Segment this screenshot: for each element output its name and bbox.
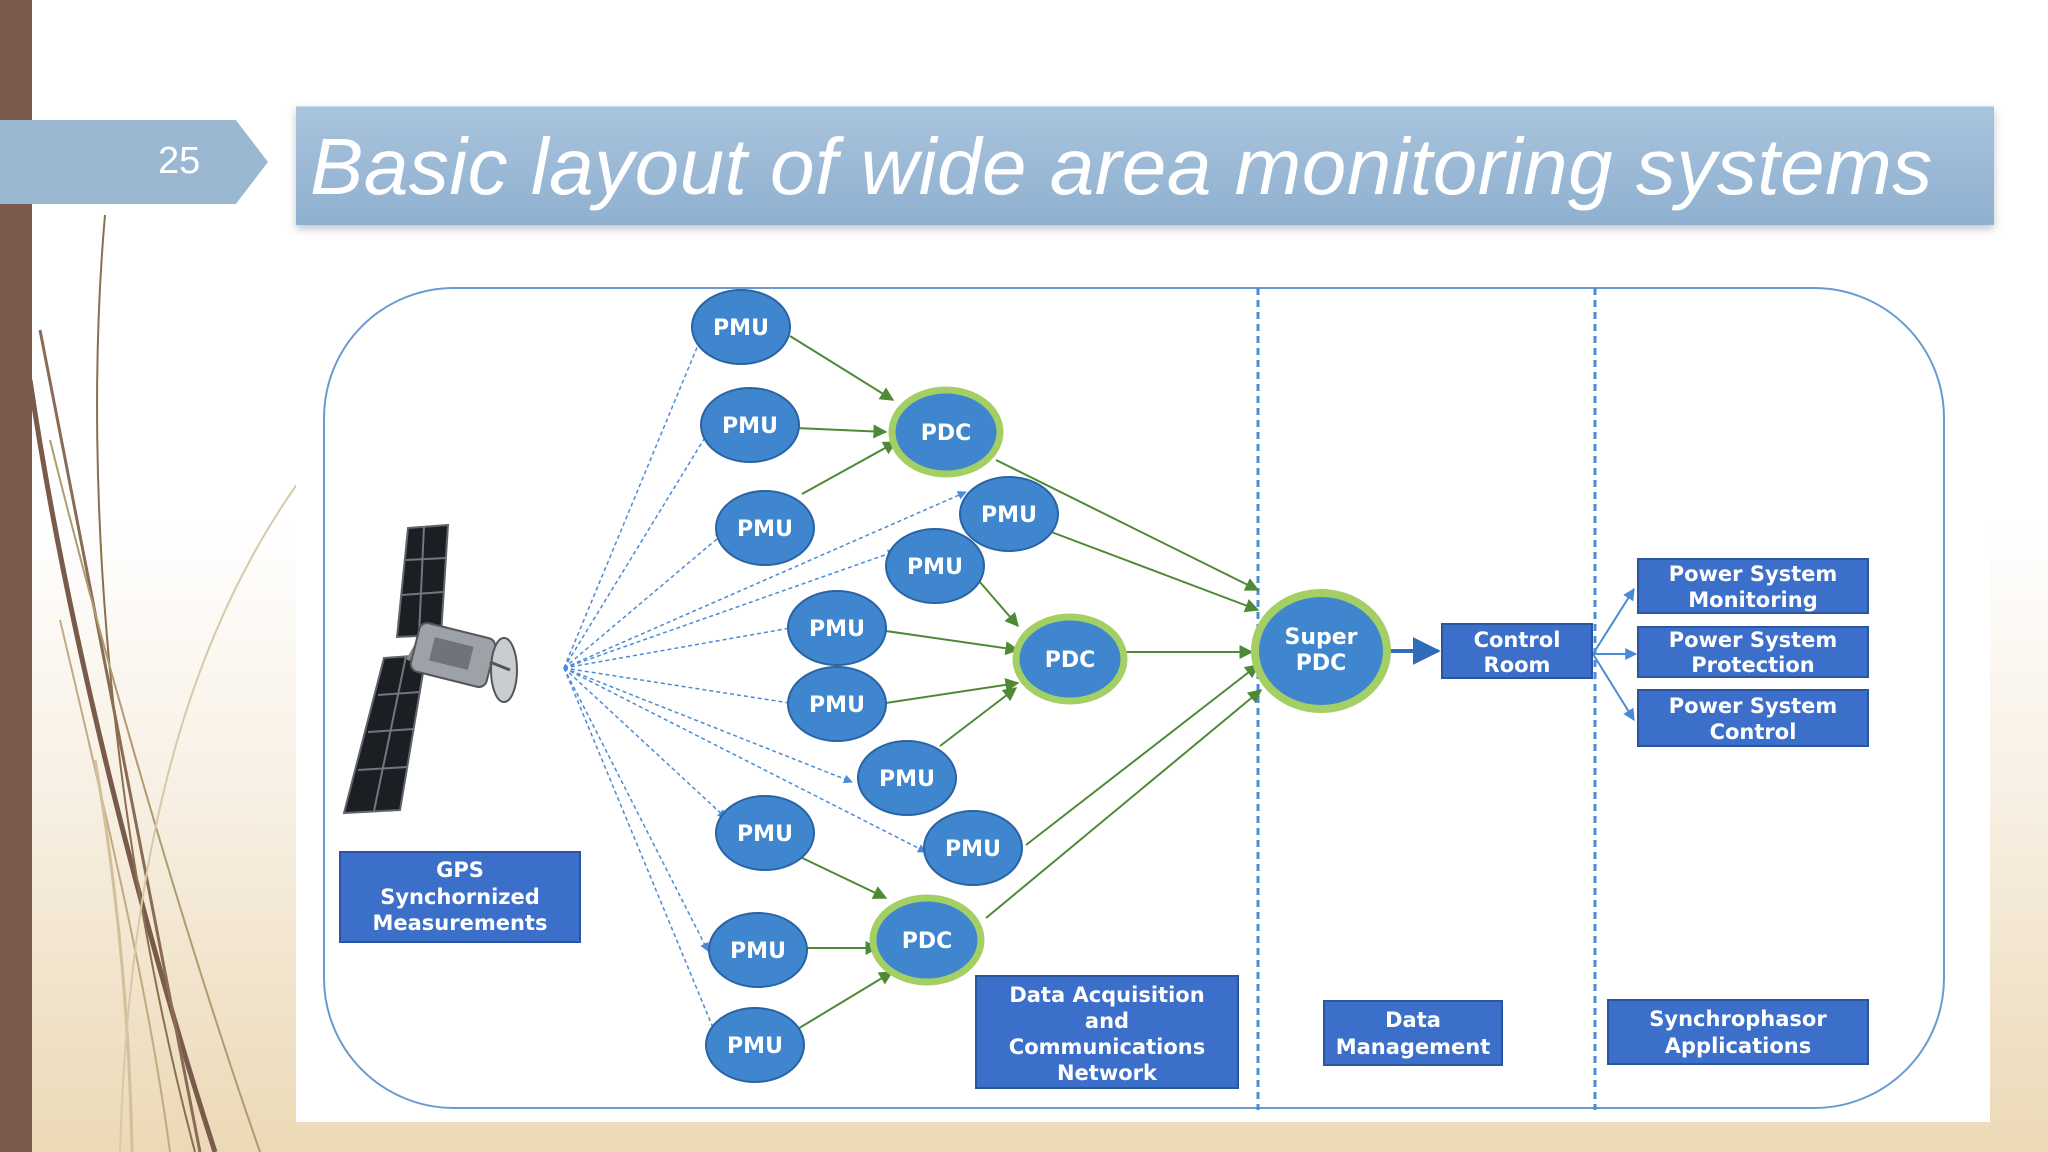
slide-title: Basic layout of wide area monitoring sys…	[310, 122, 1933, 211]
diagram-frame	[323, 287, 1945, 1109]
app-box-text: Monitoring	[1688, 588, 1817, 612]
super-pdc-label: PDC	[1296, 651, 1347, 676]
control-room-box	[1441, 623, 1593, 679]
app-box-text: Power System	[1669, 562, 1838, 586]
daq-box-text: Network	[1057, 1061, 1158, 1085]
pmu-label: PMU	[727, 1034, 783, 1059]
pmu-node	[705, 1007, 805, 1083]
app-box-text: Power System	[1669, 628, 1838, 652]
gps-box	[339, 851, 581, 943]
slide-number: 25	[158, 140, 201, 182]
wams-diagram: PMU PMU PMU PMU PMU PMU PMU PMU PMU PMU …	[296, 270, 1990, 1122]
title-banner: Basic layout of wide area monitoring sys…	[296, 106, 1994, 225]
pmu-label: PMU	[722, 414, 778, 439]
app-box-text: Control	[1710, 720, 1797, 744]
pdc-label: PDC	[1045, 648, 1096, 673]
control-room-label: Room	[1484, 653, 1551, 677]
gps-box-text: Measurements	[373, 911, 548, 935]
pmu-node	[715, 795, 815, 871]
data-management-box	[1323, 1000, 1503, 1066]
pmu-label: PMU	[737, 517, 793, 542]
pmu-node	[857, 740, 957, 816]
data-mgmt-text: Management	[1336, 1035, 1491, 1059]
control-room-label: Control	[1474, 628, 1561, 652]
app-box-text: Protection	[1691, 653, 1815, 677]
super-pdc-node	[1251, 589, 1391, 713]
satellite-icon	[342, 523, 518, 815]
pdc-label: PDC	[902, 929, 953, 954]
pmu-node	[885, 528, 985, 604]
pmu-node	[708, 912, 808, 988]
daq-box-text: Communications	[1009, 1035, 1205, 1059]
daq-box-text: and	[1085, 1009, 1129, 1033]
pmu-label: PMU	[945, 837, 1001, 862]
synchrophasor-box	[1607, 999, 1869, 1065]
pmu-label: PMU	[809, 693, 865, 718]
pmu-node	[700, 387, 800, 463]
pdc-label: PDC	[921, 421, 972, 446]
daq-box-text: Data Acquisition	[1009, 983, 1204, 1007]
pmu-label: PMU	[730, 939, 786, 964]
pdc-node	[888, 386, 1004, 478]
data-mgmt-text: Data	[1385, 1008, 1441, 1032]
synchro-text: Synchrophasor	[1649, 1007, 1827, 1031]
data-acquisition-box	[975, 975, 1239, 1089]
pmu-label: PMU	[713, 316, 769, 341]
pdc-node	[869, 894, 985, 986]
app-box-text: Power System	[1669, 694, 1838, 718]
pmu-label: PMU	[907, 555, 963, 580]
pmu-label: PMU	[879, 767, 935, 792]
pdc-super-links	[985, 459, 1263, 919]
pmu-node	[787, 590, 887, 666]
pmu-node	[787, 666, 887, 742]
slide-number-tab: 25	[0, 120, 268, 204]
wams-diagram-svg: PMU PMU PMU PMU PMU PMU PMU PMU PMU PMU …	[323, 287, 1945, 1110]
pmu-label: PMU	[809, 617, 865, 642]
super-pdc-label: Super	[1284, 625, 1357, 650]
app-box-monitoring	[1637, 558, 1869, 614]
pmu-node	[959, 476, 1059, 552]
decorative-swooshes	[27, 214, 301, 1152]
pmu-node	[715, 490, 815, 566]
pmu-node	[691, 289, 791, 365]
pmu-node	[923, 810, 1023, 886]
gps-box-text: GPS	[436, 858, 484, 882]
gps-box-text: Synchornized	[380, 885, 540, 909]
pmu-label: PMU	[981, 503, 1037, 528]
app-box-protection	[1637, 626, 1869, 678]
pdc-node	[1012, 613, 1128, 705]
app-box-control	[1637, 689, 1869, 747]
gps-broadcast-links	[563, 332, 967, 1036]
synchro-text: Applications	[1665, 1034, 1811, 1058]
control-to-app-links	[1592, 587, 1638, 722]
pmu-label: PMU	[737, 822, 793, 847]
